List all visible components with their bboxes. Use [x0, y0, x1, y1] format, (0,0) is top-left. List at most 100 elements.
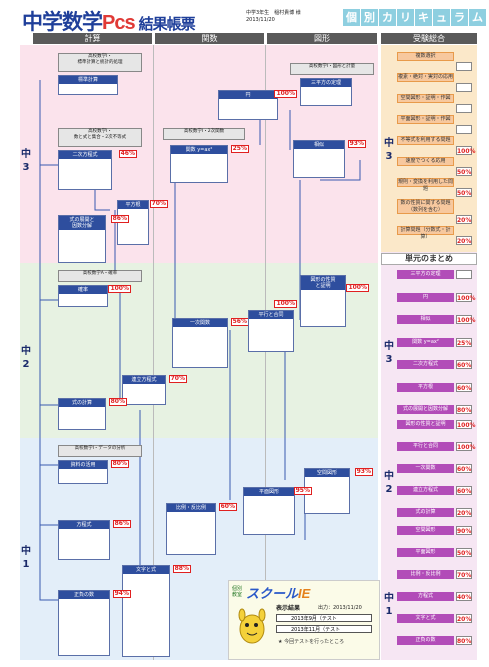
brand-logo: スクールIE — [246, 583, 310, 602]
node-shiki-keisan[interactable]: 式の計算 80% — [58, 398, 127, 430]
tangen-item[interactable]: 式の展開と因数分解 — [397, 405, 454, 414]
node-moji-shiki[interactable]: 文字と式 88% — [122, 565, 191, 657]
title-pcs: Pcs — [102, 12, 136, 34]
tangen-percent: 20% — [456, 508, 472, 517]
node-title: 比例・反比例 — [167, 504, 215, 512]
node-koko-zukei: 高校数学Ⅰ・図形と計量 — [290, 63, 374, 75]
tangen-percent: 25% — [456, 337, 472, 347]
node-title: 空間図形 — [305, 469, 349, 477]
node-heiko-goudou[interactable]: 平行と合同 100% — [248, 300, 297, 352]
node-title: 平方根 — [118, 201, 148, 209]
juken-item[interactable]: 不等式を利用する問題 — [397, 136, 454, 145]
node-percent: 86% — [112, 520, 131, 528]
banner-char: カ — [379, 9, 396, 26]
tangen-item[interactable]: 連立方程式 — [397, 486, 454, 495]
juken-item[interactable]: 複数選択 — [397, 52, 454, 61]
node-shiki-tenkai[interactable]: 式の展開と 因数分解 86% — [58, 215, 129, 263]
node-title: 正負の数 — [59, 591, 109, 599]
juken-item[interactable]: 計算問題（分数式・計算） — [397, 226, 454, 240]
node-nijihoteishiki[interactable]: 二次方程式 46% — [58, 150, 137, 190]
juken-percent: 20% — [456, 236, 472, 245]
node-koko-kansu: 高校数学Ⅰ・2次関数 — [163, 128, 245, 140]
node-title: 方程式 — [59, 521, 109, 529]
banner-char: キ — [415, 9, 432, 26]
logo-main: スクール — [246, 586, 299, 601]
juken-percent: 50% — [456, 188, 472, 197]
legend-row1: 2013年9月（テスト — [276, 614, 372, 622]
node-percent: 80% — [108, 398, 127, 406]
juken-item[interactable]: 複素・絶対・実対の応用 — [397, 73, 454, 82]
node-percent: 100% — [346, 284, 369, 292]
tangen-percent: 60% — [456, 360, 472, 369]
tangen-percent: 80% — [456, 636, 472, 645]
tangen-item[interactable]: 空間図形 — [397, 526, 454, 535]
node-percent: 56% — [230, 318, 249, 326]
node-sanheiho[interactable]: 三平方の定理 — [300, 78, 352, 106]
node-kansu-y[interactable]: 関数 y=ax² 25% — [170, 145, 249, 183]
node-percent: 95% — [293, 487, 312, 495]
node-kukanzukei[interactable]: 空間図形 93% — [304, 468, 373, 514]
tangen-item[interactable]: 二次方程式 — [397, 360, 454, 369]
juken-percent — [456, 83, 472, 92]
title-kekka: 結果帳票 — [138, 15, 196, 33]
juken-item[interactable]: 平面図形・証明・作図 — [397, 115, 454, 124]
legend-row2-text: 2013年11月（テスト — [291, 627, 341, 633]
tangen-percent: 60% — [456, 382, 472, 392]
colhead-keisan: 計算 — [33, 33, 152, 44]
node-renritsu[interactable]: 連立方程式 70% — [122, 375, 187, 405]
node-percent: 46% — [118, 150, 137, 158]
node-ichiji-kansu[interactable]: 一次関数 56% — [172, 318, 249, 368]
node-title: 円 — [219, 91, 277, 99]
node-percent: 70% — [168, 375, 187, 383]
node-title: 関数 y=ax² — [171, 146, 227, 154]
tangen-item[interactable]: 相似 — [397, 315, 454, 324]
node-kakuritsu[interactable]: 確率 100% — [58, 285, 131, 307]
tangen-item[interactable]: 関数 y=ax² — [397, 337, 454, 347]
node-heimen[interactable]: 平面図形 95% — [243, 487, 312, 535]
tangen-item[interactable]: 比例・反比例 — [397, 570, 454, 579]
node-hirei[interactable]: 比例・反比例 60% — [166, 503, 237, 555]
node-hyojun-keisan[interactable]: 標準計算 — [58, 75, 118, 95]
node-seifu[interactable]: 正負の数 94% — [58, 590, 131, 656]
juken-item[interactable]: 速度でつくる応用 — [397, 157, 454, 166]
juken-percent — [456, 104, 472, 113]
date-line: 2013/11/20 — [246, 17, 275, 23]
tangen-percent: 50% — [456, 548, 472, 557]
legend-note: ★ 今回テストを行ったところ — [278, 639, 345, 645]
tangen-item[interactable]: 平方根 — [397, 382, 454, 392]
node-shiryo[interactable]: 資料の活用 80% — [58, 460, 129, 484]
colhead-kansu: 関数 — [155, 33, 264, 44]
node-zukei-seishitsu[interactable]: 図形の性質 と証明 100% — [300, 275, 369, 327]
tangen-item[interactable]: 円 — [397, 292, 454, 302]
tangen-item[interactable]: 一次関数 — [397, 464, 454, 473]
node-percent: 88% — [172, 565, 191, 573]
tangen-item[interactable]: 式の計算 — [397, 508, 454, 517]
node-sojizukei[interactable]: 相似 93% — [293, 140, 366, 178]
tangen-item[interactable]: 正負の数 — [397, 636, 454, 645]
tangen-item[interactable]: 平面図形 — [397, 548, 454, 557]
tangen-percent: 60% — [456, 464, 472, 473]
tangen-item[interactable]: 方程式 — [397, 592, 454, 601]
tangen-item[interactable]: 図形の性質と証明 — [397, 420, 454, 429]
tangen-item[interactable]: 平行と合同 — [397, 442, 454, 451]
tangen-percent: 100% — [456, 420, 476, 429]
legend-date: 出力：2013/11/20 — [318, 605, 362, 611]
banner-char: 別 — [361, 9, 378, 26]
tangen-percent: 40% — [456, 592, 472, 601]
node-percent: 80% — [110, 460, 129, 468]
node-hoteishiki[interactable]: 方程式 86% — [58, 520, 131, 560]
node-title: 連立方程式 — [123, 376, 165, 384]
node-en[interactable]: 円 100% — [218, 90, 297, 120]
juken-item[interactable]: 規則・変換を利用した問題 — [397, 178, 454, 192]
student-info: 中学3年生 稲村貴博 様 2013/11/20 — [246, 10, 301, 24]
node-title: 一次関数 — [173, 319, 227, 327]
tangen-item[interactable]: 文字と式 — [397, 614, 454, 623]
juken-item[interactable]: 空間図形・証明・作図 — [397, 94, 454, 103]
juken-item[interactable]: 数の性質に関する問題 （数列を含む） — [397, 199, 454, 214]
divider — [265, 45, 266, 660]
node-percent: 60% — [218, 503, 237, 511]
tangen-item[interactable]: 三平方の定理 — [397, 270, 454, 279]
